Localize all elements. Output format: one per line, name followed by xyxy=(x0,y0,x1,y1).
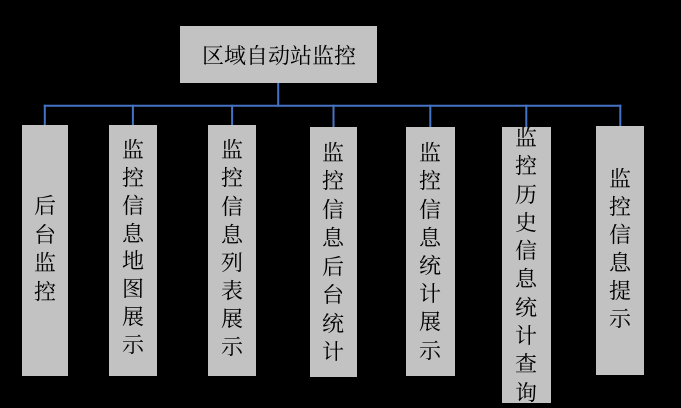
char-glyph-监 xyxy=(420,142,441,162)
node-monitoring-info-map-display xyxy=(109,124,157,376)
char-glyph-展 xyxy=(221,308,243,329)
node-monitoring-history-statistics-query-label xyxy=(515,126,537,403)
char-glyph-控 xyxy=(34,280,56,301)
char-glyph-区 xyxy=(203,45,223,65)
char-glyph-控 xyxy=(419,170,441,191)
char-glyph-示 xyxy=(122,334,143,354)
char-glyph-息 xyxy=(323,226,344,247)
char-glyph-展 xyxy=(122,306,144,327)
char-glyph-动 xyxy=(268,44,289,65)
node-monitoring-info-backend-statistics-label xyxy=(322,127,344,362)
char-glyph-提 xyxy=(609,280,631,301)
char-glyph-站 xyxy=(290,44,311,65)
char-glyph-监 xyxy=(323,141,344,161)
char-glyph-信 xyxy=(420,198,441,219)
char-glyph-息 xyxy=(420,226,441,247)
node-monitoring-info-statistics-display-label xyxy=(419,127,441,360)
char-glyph-史 xyxy=(516,211,537,232)
char-glyph-列 xyxy=(221,252,242,272)
char-glyph-监 xyxy=(222,139,243,159)
char-glyph-控 xyxy=(609,196,631,217)
node-monitoring-info-list-display xyxy=(208,125,257,376)
char-glyph-图 xyxy=(124,278,143,299)
char-glyph-地 xyxy=(122,250,144,270)
char-glyph-示 xyxy=(420,340,441,360)
char-glyph-监 xyxy=(516,126,537,147)
node-monitoring-info-statistics-display xyxy=(405,127,455,377)
char-glyph-息 xyxy=(123,222,143,242)
char-glyph-控 xyxy=(221,167,243,188)
char-glyph-后 xyxy=(34,194,55,216)
node-monitoring-info-backend-statistics xyxy=(310,127,357,377)
node-root-label xyxy=(201,44,356,66)
char-glyph-控 xyxy=(122,166,144,187)
char-glyph-控 xyxy=(334,44,355,65)
char-glyph-展 xyxy=(420,311,441,332)
char-glyph-查 xyxy=(516,353,537,373)
char-glyph-信 xyxy=(516,239,537,261)
char-glyph-监 xyxy=(34,252,55,272)
node-backend-monitoring-label xyxy=(34,125,56,302)
char-glyph-域 xyxy=(224,44,245,65)
char-glyph-监 xyxy=(122,138,144,159)
char-glyph-自 xyxy=(250,44,265,65)
char-glyph-信 xyxy=(221,195,243,216)
char-glyph-示 xyxy=(221,336,243,357)
char-glyph-控 xyxy=(515,155,537,176)
char-glyph-信 xyxy=(122,194,144,215)
char-glyph-监 xyxy=(312,44,333,64)
node-monitoring-info-alert-label xyxy=(609,126,631,330)
char-glyph-计 xyxy=(516,324,537,345)
char-glyph-统 xyxy=(420,254,441,276)
char-glyph-历 xyxy=(515,184,537,204)
char-glyph-表 xyxy=(221,279,243,301)
char-glyph-息 xyxy=(222,223,242,244)
node-monitoring-info-alert xyxy=(596,125,645,376)
char-glyph-息 xyxy=(610,252,631,272)
node-monitoring-info-map-display-label xyxy=(122,125,144,355)
char-glyph-息 xyxy=(516,268,537,288)
node-monitoring-history-statistics-query xyxy=(501,126,551,404)
char-glyph-信 xyxy=(323,198,344,219)
node-root-regional-station-monitoring xyxy=(179,26,377,83)
node-backend-monitoring xyxy=(22,125,68,376)
char-glyph-控 xyxy=(323,170,344,191)
char-glyph-计 xyxy=(420,283,441,304)
char-glyph-询 xyxy=(516,381,537,402)
char-glyph-台 xyxy=(36,223,54,244)
char-glyph-信 xyxy=(609,223,631,245)
char-glyph-台 xyxy=(324,284,343,305)
char-glyph-统 xyxy=(323,312,344,333)
char-glyph-后 xyxy=(323,255,344,276)
char-glyph-监 xyxy=(610,168,631,188)
char-glyph-示 xyxy=(610,308,631,329)
char-glyph-统 xyxy=(516,296,537,317)
char-glyph-计 xyxy=(323,341,344,362)
node-monitoring-info-list-display-label xyxy=(221,125,243,357)
